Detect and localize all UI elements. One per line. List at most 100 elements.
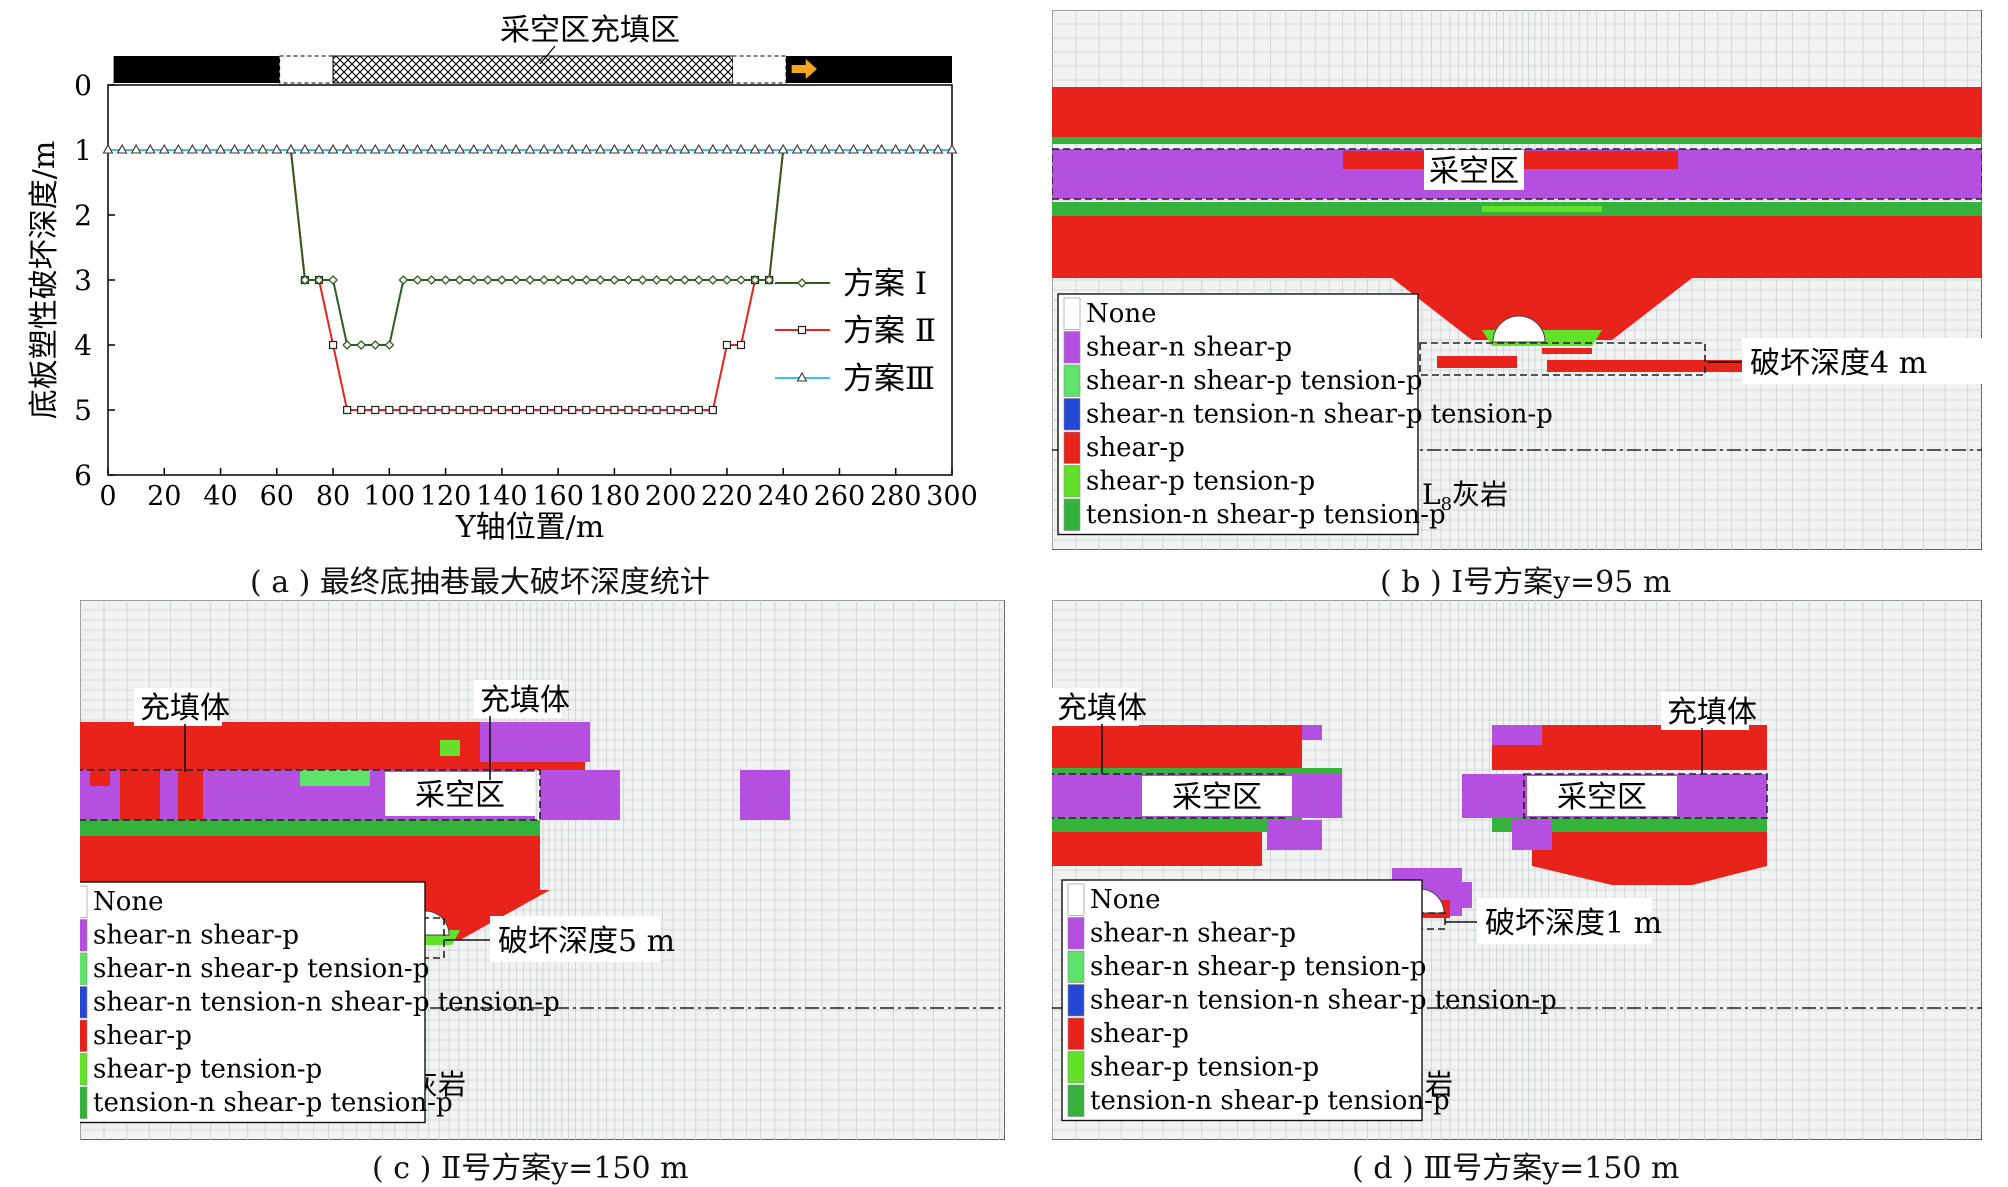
goaf-box bbox=[1051, 148, 1983, 200]
x-tick-label: 300 bbox=[926, 481, 978, 512]
x-tick-label: 40 bbox=[203, 481, 237, 512]
data-point bbox=[946, 143, 958, 154]
data-point bbox=[300, 275, 310, 285]
data-point bbox=[679, 275, 690, 285]
depth-label-box bbox=[1477, 898, 1652, 944]
data-point bbox=[116, 143, 128, 154]
legend-label: shear-n shear-p tension-p bbox=[1090, 952, 1426, 982]
fill-label-box bbox=[474, 680, 562, 718]
data-point bbox=[496, 275, 507, 285]
data-point bbox=[342, 340, 353, 350]
x-tick-label: 20 bbox=[147, 481, 181, 512]
plastic-zone bbox=[1047, 725, 1302, 770]
data-point bbox=[553, 275, 564, 285]
legend-label: shear-n shear-p bbox=[1086, 333, 1292, 363]
data-point bbox=[525, 405, 535, 415]
data-point bbox=[412, 275, 423, 285]
data-point bbox=[680, 405, 689, 415]
goaf-box-right bbox=[1523, 773, 1768, 819]
data-point bbox=[797, 325, 807, 335]
data-point bbox=[918, 143, 930, 154]
goaf-label: 采空区 bbox=[1172, 780, 1262, 815]
data-point bbox=[483, 405, 492, 415]
data-point bbox=[385, 405, 394, 415]
plastic-zone bbox=[740, 770, 790, 820]
legend-swatch bbox=[1063, 398, 1081, 431]
plastic-funnel-right bbox=[1532, 866, 1767, 885]
data-point bbox=[679, 143, 691, 154]
data-point bbox=[665, 143, 677, 154]
goaf-label-box bbox=[1424, 150, 1524, 190]
data-point bbox=[735, 143, 747, 154]
legend-label: shear-n shear-p tension-p bbox=[93, 954, 429, 984]
data-point bbox=[186, 143, 198, 154]
data-point bbox=[797, 278, 807, 288]
caption-c: ( c ) Ⅱ号方案y=150 m bbox=[372, 1151, 689, 1186]
data-point bbox=[862, 143, 874, 154]
data-point bbox=[834, 143, 845, 154]
plastic-zone bbox=[1047, 768, 1342, 774]
data-point bbox=[651, 143, 663, 154]
x-tick-label: 160 bbox=[532, 481, 584, 512]
data-point bbox=[440, 143, 452, 154]
data-point bbox=[482, 143, 494, 154]
legend-label: 方案Ⅲ bbox=[843, 361, 935, 397]
plastic-zone bbox=[1512, 820, 1552, 850]
plastic-zone bbox=[1492, 818, 1767, 832]
data-point bbox=[384, 340, 395, 350]
legend-swatch bbox=[70, 1019, 88, 1052]
data-point bbox=[623, 275, 634, 285]
y-tick-label: 0 bbox=[74, 69, 92, 102]
data-point bbox=[580, 143, 592, 154]
state-legend bbox=[1057, 293, 1419, 536]
plastic-zone bbox=[65, 820, 540, 836]
plastic-zone bbox=[178, 770, 203, 820]
x-tick-label: 100 bbox=[364, 481, 416, 512]
data-point bbox=[511, 275, 521, 285]
legend-label: tension-n shear-p tension-p bbox=[93, 1088, 453, 1118]
data-point bbox=[594, 143, 606, 154]
plastic-zone bbox=[540, 770, 620, 820]
legend-swatch bbox=[1067, 1017, 1085, 1050]
data-point bbox=[525, 275, 535, 285]
y-tick-label: 1 bbox=[74, 134, 92, 167]
data-point bbox=[693, 143, 705, 154]
x-tick-label: 180 bbox=[589, 481, 641, 512]
depth-label: 破坏深度5 m bbox=[498, 924, 675, 959]
data-point bbox=[876, 143, 888, 154]
legend-label: tension-n shear-p tension-p bbox=[1090, 1086, 1450, 1116]
data-point bbox=[172, 143, 184, 154]
data-point bbox=[397, 143, 409, 154]
roadway bbox=[1492, 315, 1546, 343]
data-point bbox=[496, 143, 508, 154]
series-1 bbox=[108, 149, 952, 350]
goaf-label: 采空区 bbox=[1429, 154, 1519, 189]
data-point bbox=[819, 143, 831, 154]
data-point bbox=[299, 143, 311, 154]
data-point bbox=[568, 405, 577, 415]
data-point bbox=[805, 143, 817, 154]
data-point bbox=[383, 143, 395, 154]
data-point bbox=[764, 275, 775, 285]
data-point bbox=[454, 143, 466, 154]
fill-label: 充填体 bbox=[140, 691, 230, 726]
data-point bbox=[328, 340, 338, 350]
plastic-zone bbox=[120, 770, 160, 820]
depth-label-box bbox=[1742, 338, 1982, 384]
data-point bbox=[271, 143, 283, 154]
data-point bbox=[510, 143, 522, 154]
series-3 bbox=[102, 143, 958, 154]
data-point bbox=[398, 275, 409, 285]
x-tick-label: 240 bbox=[757, 481, 809, 512]
data-point bbox=[694, 405, 703, 415]
y-tick-label: 5 bbox=[74, 394, 92, 427]
data-point bbox=[511, 405, 521, 415]
legend-swatch bbox=[70, 986, 88, 1019]
plastic-zone bbox=[1052, 137, 1982, 144]
x-tick-label: 200 bbox=[645, 481, 697, 512]
data-point bbox=[426, 143, 437, 154]
plastic-zone bbox=[1292, 774, 1342, 818]
